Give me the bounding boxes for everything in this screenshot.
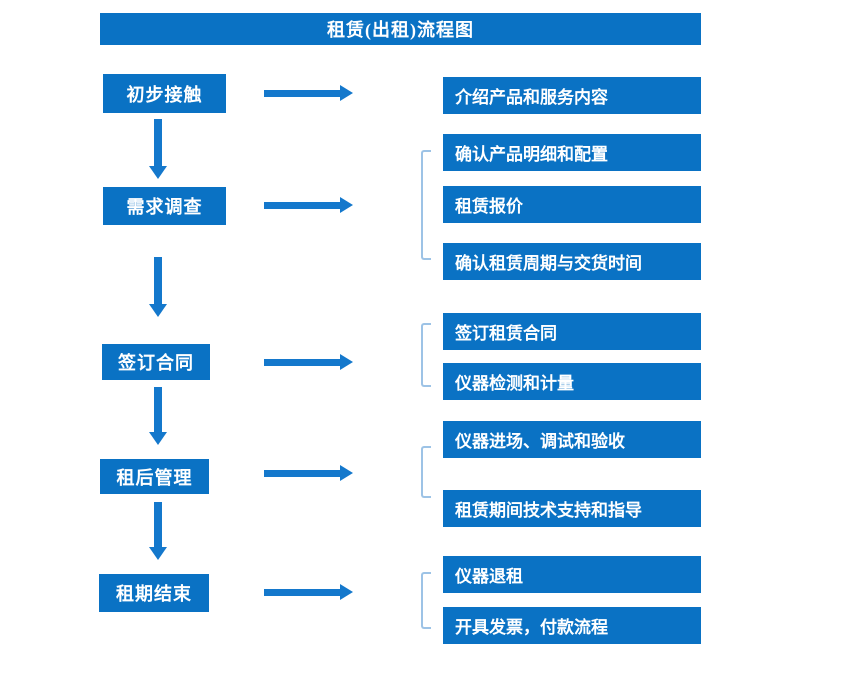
detail-box-sign-rental-contract: 签订租赁合同 (443, 313, 701, 350)
detail-box-instrument-testing-metering: 仪器检测和计量 (443, 363, 701, 400)
stage-box-post-rental-management: 租后管理 (100, 459, 209, 494)
detail-box-technical-support-during-rental: 租赁期间技术支持和指导 (443, 490, 701, 527)
arrow-right-icon (264, 465, 354, 482)
flowchart-title: 租赁(出租)流程图 (100, 13, 701, 45)
group-bracket-icon (421, 323, 431, 387)
group-bracket-icon (421, 150, 431, 260)
detail-box-instrument-return: 仪器退租 (443, 556, 701, 593)
stage-box-initial-contact: 初步接触 (103, 74, 226, 113)
arrow-down-icon (149, 502, 167, 560)
arrow-down-icon (149, 387, 167, 445)
group-bracket-icon (421, 572, 431, 629)
stage-box-demand-survey: 需求调查 (103, 187, 226, 225)
arrow-right-icon (264, 197, 354, 214)
arrow-right-icon (264, 85, 354, 102)
group-bracket-icon (421, 446, 431, 498)
stage-box-sign-contract: 签订合同 (102, 344, 210, 380)
detail-box-confirm-rental-period-delivery: 确认租赁周期与交货时间 (443, 243, 701, 280)
detail-box-confirm-product-details-config: 确认产品明细和配置 (443, 134, 701, 171)
arrow-right-icon (264, 354, 354, 371)
arrow-right-icon (264, 584, 354, 601)
detail-box-rental-quotation: 租赁报价 (443, 186, 701, 223)
arrow-down-icon (149, 119, 167, 179)
detail-box-introduce-products-services: 介绍产品和服务内容 (443, 77, 701, 114)
detail-box-instrument-entry-commissioning-acceptance: 仪器进场、调试和验收 (443, 421, 701, 458)
arrow-down-icon (149, 257, 167, 317)
stage-box-rental-end: 租期结束 (99, 574, 209, 612)
detail-box-invoice-payment-process: 开具发票，付款流程 (443, 607, 701, 644)
